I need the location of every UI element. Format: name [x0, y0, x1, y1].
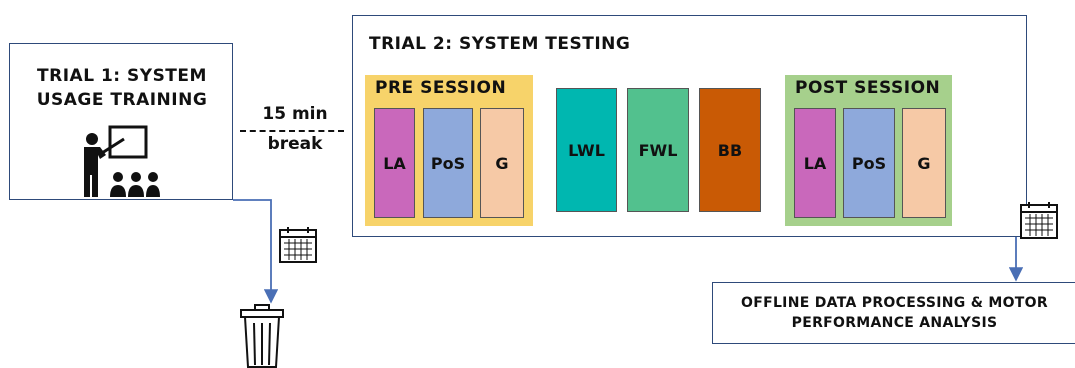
fwl-block: FWL	[627, 88, 689, 212]
break-divider	[240, 130, 344, 132]
trial2-box: TRIAL 2: SYSTEM TESTING PRE SESSION LA P…	[352, 15, 1027, 237]
calendar-icon	[1020, 202, 1058, 239]
pre-pos-block: PoS	[423, 108, 473, 218]
pre-la-block: LA	[374, 108, 415, 218]
trial1-title-line2: USAGE TRAINING	[36, 90, 208, 110]
trial1-title-line1: TRIAL 1: SYSTEM	[37, 66, 207, 86]
pre-session: PRE SESSION LA PoS G	[365, 75, 533, 226]
break-label: break	[267, 134, 323, 154]
offline-line1: OFFLINE DATA PROCESSING & MOTOR	[741, 295, 1048, 311]
post-la-block: LA	[794, 108, 836, 218]
pre-g-block: G	[480, 108, 524, 218]
post-g-block: G	[902, 108, 946, 218]
trash-icon	[240, 304, 284, 368]
pre-session-title: PRE SESSION	[375, 78, 507, 98]
offline-analysis-text: OFFLINE DATA PROCESSING & MOTOR PERFORMA…	[713, 293, 1075, 333]
offline-analysis-box: OFFLINE DATA PROCESSING & MOTOR PERFORMA…	[712, 282, 1075, 344]
break-duration: 15 min	[262, 104, 328, 124]
trial2-title: TRIAL 2: SYSTEM TESTING	[369, 34, 631, 54]
post-pos-block: PoS	[843, 108, 895, 218]
post-session: POST SESSION LA PoS G	[785, 75, 952, 226]
teacher-icon	[84, 125, 160, 197]
lwl-block: LWL	[556, 88, 617, 212]
post-session-title: POST SESSION	[795, 78, 941, 98]
trial1-title: TRIAL 1: SYSTEM USAGE TRAINING	[10, 64, 234, 112]
arrow-trial1-to-trash	[233, 199, 279, 304]
calendar-icon	[279, 227, 317, 263]
bb-block: BB	[699, 88, 761, 212]
offline-line2: PERFORMANCE ANALYSIS	[791, 315, 998, 331]
trial1-box: TRIAL 1: SYSTEM USAGE TRAINING	[9, 43, 233, 200]
